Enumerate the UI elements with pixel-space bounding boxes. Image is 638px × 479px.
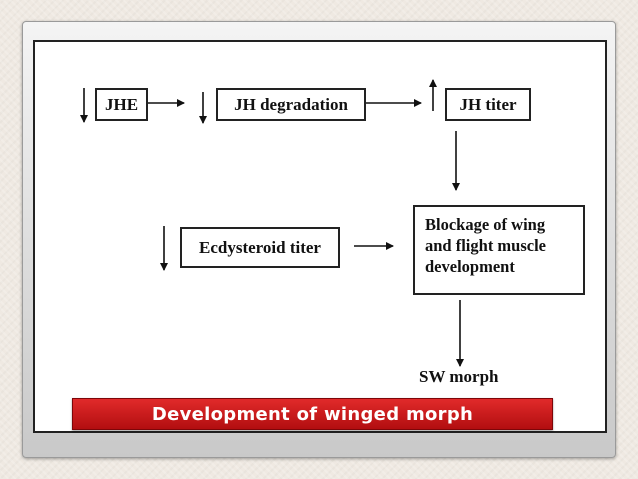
node-sw-morph: SW morph bbox=[419, 367, 499, 386]
node-jhe: JHE bbox=[95, 88, 148, 121]
node-ecdysteroid-titer: Ecdysteroid titer bbox=[180, 227, 340, 268]
caption-banner: Development of winged morph bbox=[72, 398, 553, 430]
node-jh-titer: JH titer bbox=[445, 88, 531, 121]
node-blockage: Blockage of wing and flight muscle devel… bbox=[413, 205, 585, 295]
caption-text: Development of winged morph bbox=[151, 403, 474, 425]
node-jh-degradation: JH degradation bbox=[216, 88, 366, 121]
